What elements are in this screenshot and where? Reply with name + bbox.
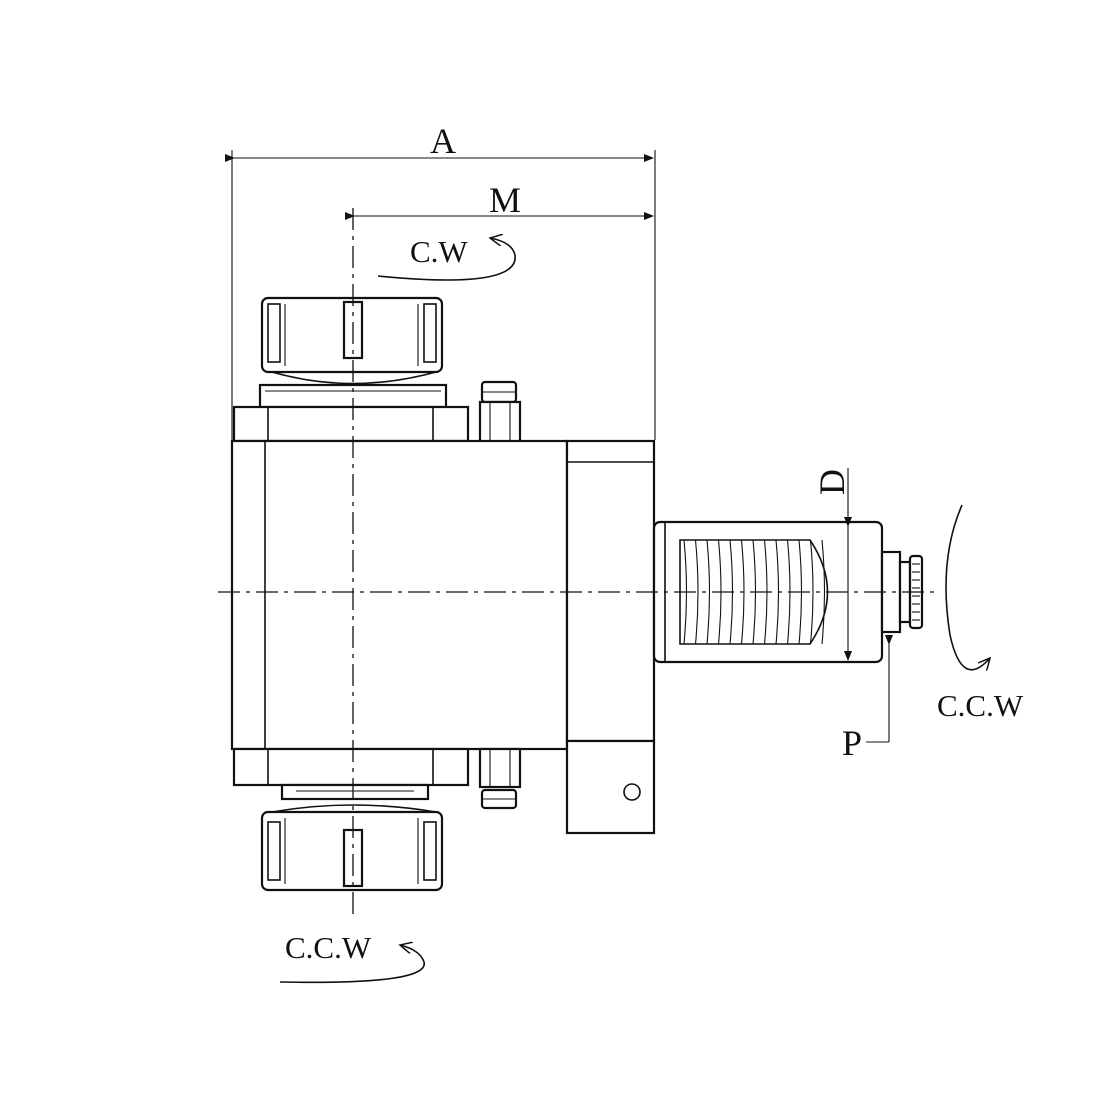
bottom-collet-nut: [260, 783, 444, 892]
center-lines: [218, 208, 940, 918]
front-flange: [565, 439, 656, 835]
shank-rotation-label: C.C.W: [937, 688, 1024, 723]
thread-groove: [694, 539, 699, 645]
dimension-p: P: [842, 635, 893, 763]
thread-groove: [809, 539, 814, 645]
top-rotation-label: C.W: [410, 234, 468, 269]
dimension-m-label: M: [489, 180, 521, 220]
top-rotation-indicator: C.W: [377, 234, 516, 281]
thread-groove: [706, 539, 711, 645]
thread-groove: [821, 539, 826, 645]
bottom-flange: [232, 747, 470, 787]
dimension-p-label: P: [842, 723, 862, 763]
dimension-a-label: A: [430, 121, 456, 161]
bottom-grease-fitting: [478, 747, 522, 810]
dimension-d: D: [812, 468, 852, 661]
dimension-a: A: [225, 121, 656, 440]
top-grease-fitting: [478, 380, 522, 444]
thread-outline: [679, 539, 829, 645]
bottom-rotation-indicator: C.C.W: [279, 930, 425, 984]
dimension-m: M: [345, 180, 654, 220]
bottom-rotation-label: C.C.W: [285, 930, 372, 965]
main-housing: [230, 439, 569, 751]
top-flange: [232, 405, 470, 443]
top-collet-nut: [258, 296, 448, 409]
shank-rotation-indicator: C.C.W: [937, 504, 1024, 723]
dimension-d-label: D: [812, 469, 852, 495]
